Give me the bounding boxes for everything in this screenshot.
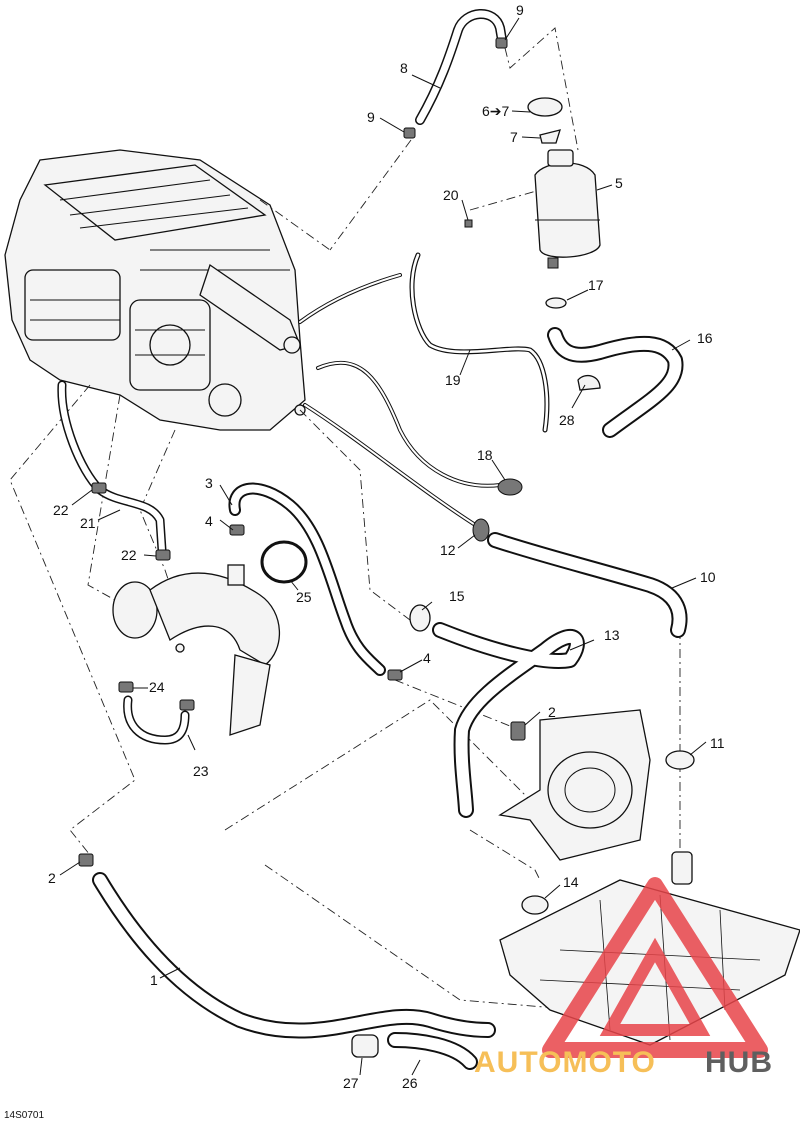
coolant-reservoir	[534, 162, 601, 258]
callout-4-top: 4	[205, 513, 213, 529]
callout-9-top: 9	[516, 2, 524, 18]
callout-1: 1	[150, 972, 158, 988]
callout-labels: 9 8 9 6➔7 7 5 20 17 16 19 28 18 3 22 4 2…	[4, 2, 725, 1121]
callout-22-lower: 22	[121, 547, 137, 563]
callout-10: 10	[700, 569, 716, 585]
callout-15: 15	[449, 588, 465, 604]
gasket-25	[260, 540, 308, 584]
callout-27: 27	[343, 1075, 359, 1091]
callout-24: 24	[149, 679, 165, 695]
exhaust-manifold	[112, 564, 281, 736]
callout-2-pump: 2	[548, 704, 556, 720]
callout-20: 20	[443, 187, 459, 203]
assembly-lines	[9, 27, 681, 1011]
watermark-text-part1: AUTOMOTO	[474, 1046, 656, 1079]
leader-lines	[59, 17, 707, 1076]
callout-6-to-7: 6➔7	[482, 103, 510, 119]
callout-26: 26	[402, 1075, 418, 1091]
callout-13: 13	[604, 627, 620, 643]
callout-7: 7	[510, 129, 518, 145]
callout-17: 17	[588, 277, 604, 293]
pump-housing	[498, 709, 651, 861]
engine-assembly	[4, 149, 306, 431]
callout-3: 3	[205, 475, 213, 491]
callout-19: 19	[445, 372, 461, 388]
callout-22-top: 22	[53, 502, 69, 518]
hose-19	[409, 252, 550, 433]
callout-28: 28	[559, 412, 575, 428]
watermark-triangle	[542, 877, 768, 1058]
callout-2-lower: 2	[48, 870, 56, 886]
callout-16: 16	[697, 330, 713, 346]
callout-23: 23	[193, 763, 209, 779]
callout-21: 21	[80, 515, 96, 531]
callout-25: 25	[296, 589, 312, 605]
callout-9-lower: 9	[367, 109, 375, 125]
hoses	[57, 9, 688, 1070]
callout-12: 12	[440, 542, 456, 558]
callout-4-lower: 4	[423, 650, 431, 666]
callout-18: 18	[477, 447, 493, 463]
callout-11: 11	[710, 735, 725, 751]
diagram-code: 14S0701	[4, 1110, 44, 1121]
callout-8: 8	[400, 60, 408, 76]
small-parts	[78, 37, 695, 1058]
watermark-text-part2: HUB	[705, 1046, 773, 1079]
callout-5: 5	[615, 175, 623, 191]
hose-engine-to-18	[316, 360, 502, 488]
cap-gasket	[539, 129, 561, 144]
callout-14: 14	[563, 874, 579, 890]
watermark-logo: AUTOMOTO HUB	[474, 877, 773, 1079]
reservoir-cap	[527, 97, 563, 117]
hose-connector-27	[351, 1034, 379, 1058]
